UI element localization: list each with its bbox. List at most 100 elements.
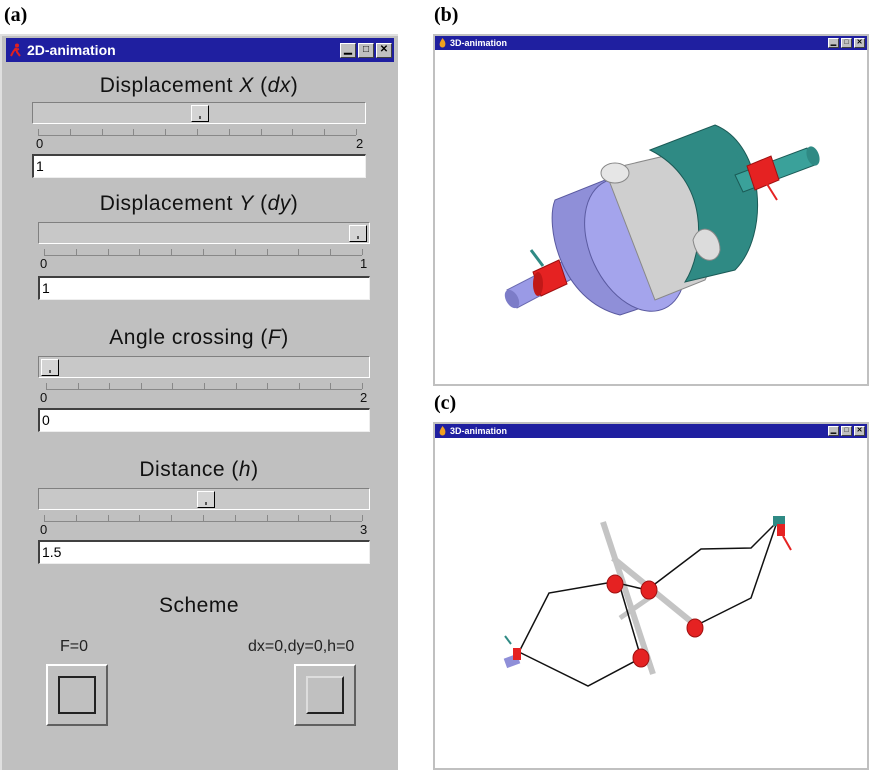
slider-tick [235, 383, 237, 389]
distance-title: Distance (h) [139, 458, 259, 481]
red-joints [606, 574, 704, 668]
close-button[interactable]: ✕ [854, 38, 865, 48]
dx-value-field[interactable]: 1 [32, 154, 366, 178]
slider-tick [260, 129, 262, 135]
distance-slider[interactable] [38, 488, 370, 510]
minimize-button[interactable]: ▁ [828, 38, 839, 48]
maximize-button[interactable]: □ [841, 426, 852, 436]
left-end-shaft [503, 635, 521, 669]
teal-disc [648, 124, 759, 283]
link-left-upper [518, 581, 614, 653]
app-runner-icon [10, 43, 22, 57]
slider-tick [171, 249, 173, 255]
slider-tick [298, 515, 300, 521]
dx-title: Displacement X (dx) [99, 74, 299, 97]
distance-value-field[interactable]: 1.5 [38, 540, 370, 564]
gray-rod-vertical [600, 521, 656, 675]
slider-tick [204, 383, 205, 389]
slider-tick [234, 249, 236, 255]
dy-slider[interactable] [38, 222, 370, 244]
angle-slider-thumb[interactable] [41, 359, 59, 376]
slider-tick [46, 383, 47, 389]
maximize-button[interactable]: □ [841, 38, 852, 48]
slider-tick [109, 383, 111, 389]
scheme-square-icon [306, 676, 344, 714]
app-flame-icon [438, 426, 447, 436]
slider-tick [171, 515, 173, 521]
scheme-right-caption: dx=0,dy=0,h=0 [248, 638, 355, 655]
window-title: 3D-animation [450, 426, 508, 436]
slider-tick [44, 515, 45, 521]
slider-tick [139, 515, 141, 521]
slider-tick [330, 383, 332, 389]
close-button[interactable]: ✕ [854, 426, 865, 436]
titlebar-2d[interactable]: 2D-animation ▁ □ ✕ [6, 38, 394, 62]
dx-max: 2 [356, 136, 364, 151]
scheme-title: Scheme [158, 594, 240, 617]
slider-tick [107, 515, 109, 521]
window-3d-solid: 3D-animation ▁ □ ✕ [433, 34, 869, 386]
gray-rod-link [618, 593, 654, 621]
close-button[interactable]: ✕ [376, 42, 392, 58]
slider-tick [362, 249, 363, 255]
panel-label-a: (a) [4, 4, 28, 26]
slider-tick [292, 129, 294, 135]
link-right-lower [694, 521, 778, 627]
slider-tick [298, 383, 300, 389]
distance-max: 3 [360, 522, 368, 537]
slider-tick [330, 249, 332, 255]
scheme-square-icon [58, 676, 96, 714]
slider-tick [139, 249, 141, 255]
slider-tick [228, 129, 230, 135]
slider-tick [75, 249, 77, 255]
dy-value-field[interactable]: 1 [38, 276, 370, 300]
scheme-left-caption: F=0 [60, 638, 89, 655]
dx-slider-thumb[interactable] [191, 105, 209, 122]
angle-max: 2 [360, 390, 368, 405]
dy-slider-thumb[interactable] [349, 225, 367, 242]
scheme-f0-button[interactable] [46, 664, 108, 726]
slider-tick [75, 515, 77, 521]
right-red-hub [731, 147, 780, 201]
panel-label-c: (c) [434, 392, 457, 414]
slider-tick [267, 383, 269, 389]
slider-tick [356, 129, 357, 135]
panel-label-b: (b) [434, 4, 459, 26]
angle-slider[interactable] [38, 356, 370, 378]
dy-max: 1 [360, 256, 368, 271]
slider-tick [362, 515, 363, 521]
minimize-button[interactable]: ▁ [828, 426, 839, 436]
distance-min: 0 [40, 522, 48, 537]
angle-ticks [46, 380, 363, 390]
wireframe-mechanism-view [503, 516, 792, 687]
titlebar-3d-c[interactable]: 3D-animation ▁ □ ✕ [435, 424, 867, 438]
angle-value-field[interactable]: 0 [38, 408, 370, 432]
slider-tick [140, 383, 142, 389]
slider-tick [101, 129, 103, 135]
left-red-hub [529, 249, 568, 297]
slider-tick [234, 515, 236, 521]
app-flame-icon [438, 38, 447, 48]
angle-min: 0 [40, 390, 48, 405]
maximize-button[interactable]: □ [358, 42, 374, 58]
slider-tick [172, 383, 174, 389]
solid-coupling-view [504, 124, 820, 316]
window-title: 3D-animation [450, 38, 508, 48]
slider-tick [107, 249, 109, 255]
scheme-zero-button[interactable] [294, 664, 356, 726]
slider-tick [165, 129, 167, 135]
slider-tick [197, 129, 198, 135]
slider-tick [362, 383, 363, 389]
minimize-button[interactable]: ▁ [340, 42, 356, 58]
link-left-lower [518, 651, 642, 687]
distance-slider-thumb[interactable] [197, 491, 215, 508]
dx-slider[interactable] [32, 102, 366, 124]
dx-ticks [38, 126, 357, 136]
right-end-shaft [773, 516, 792, 551]
titlebar-3d-b[interactable]: 3D-animation ▁ □ ✕ [435, 36, 867, 50]
slider-tick [38, 129, 39, 135]
slider-tick [324, 129, 326, 135]
slider-tick [77, 383, 79, 389]
dy-min: 0 [40, 256, 48, 271]
slider-tick [266, 249, 268, 255]
